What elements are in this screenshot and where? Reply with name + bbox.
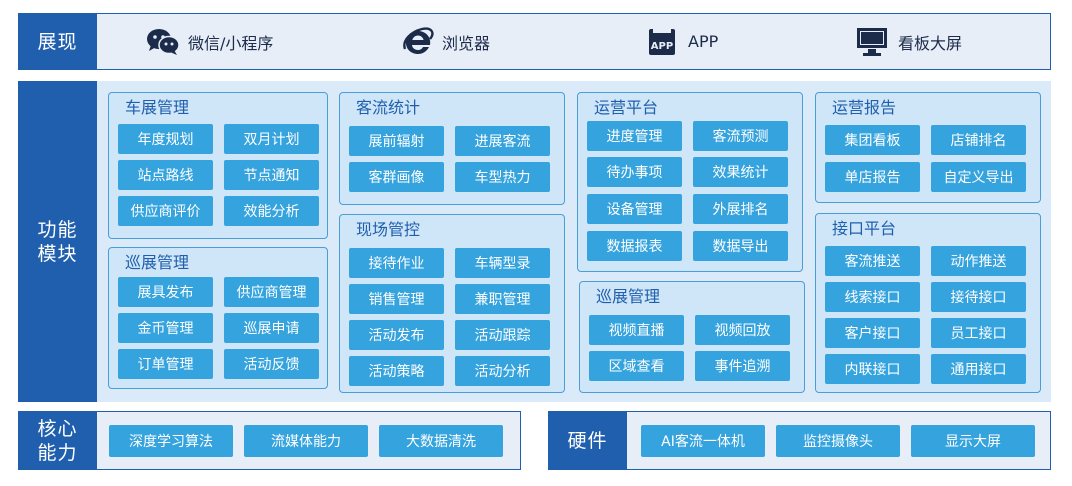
group-title: 接口平台 — [832, 219, 897, 238]
group-traffic-stats: 客流统计 展前辐射 进展客流 客群画像 车型热力 — [339, 92, 565, 205]
module-cell[interactable]: 巡展申请 — [224, 313, 319, 343]
module-cell[interactable]: 设备管理 — [587, 194, 682, 224]
presentation-item-app: APP APP — [646, 13, 718, 70]
module-cell[interactable]: 供应商评价 — [118, 196, 213, 226]
module-cell[interactable]: 内联接口 — [825, 354, 920, 384]
module-cell[interactable]: 双月计划 — [224, 124, 319, 154]
hardware-label: 硬件 — [548, 411, 627, 470]
group-onsite-control: 现场管控 接待作业 车辆型录 销售管理 兼职管理 活动发布 活动跟踪 活动策略 … — [339, 214, 565, 393]
module-cell[interactable]: 接待作业 — [349, 248, 444, 278]
presentation-item-label: 看板大屏 — [898, 33, 963, 53]
module-cell[interactable]: 活动反馈 — [224, 349, 319, 379]
module-cell[interactable]: 客流预测 — [693, 121, 788, 151]
module-cell[interactable]: 客群画像 — [349, 162, 444, 192]
module-cell[interactable]: 视频回放 — [695, 315, 790, 345]
module-cell[interactable]: 活动发布 — [349, 320, 444, 350]
module-cell[interactable]: 活动策略 — [349, 356, 444, 386]
module-cell[interactable]: 活动分析 — [455, 356, 550, 386]
module-cell[interactable]: 车型热力 — [455, 162, 550, 192]
module-cell[interactable]: 兼职管理 — [455, 284, 550, 314]
presentation-item-dashboard: 看板大屏 — [854, 13, 962, 70]
hardware-cell[interactable]: AI客流一体机 — [641, 425, 765, 457]
module-cell[interactable]: 进展客流 — [455, 126, 550, 156]
group-title: 运营平台 — [594, 98, 659, 117]
module-cell[interactable]: 待办事项 — [587, 157, 682, 187]
module-cell[interactable]: 数据报表 — [587, 231, 682, 261]
group-title: 车展管理 — [125, 98, 190, 117]
core-label-line2: 能力 — [37, 441, 78, 464]
module-cell[interactable]: 区域查看 — [589, 351, 684, 381]
module-cell[interactable]: 展具发布 — [118, 277, 213, 307]
function-label-line2: 模块 — [37, 242, 78, 265]
module-cell[interactable]: 车辆型录 — [455, 248, 550, 278]
group-tour-management: 巡展管理 展具发布 供应商管理 金币管理 巡展申请 订单管理 活动反馈 — [108, 247, 328, 389]
group-interface-platform: 接口平台 客流推送 动作推送 线索接口 接待接口 客户接口 员工接口 内联接口 … — [815, 213, 1041, 393]
browser-icon — [402, 26, 434, 57]
group-operations-report: 运营报告 集团看板 店铺排名 单店报告 自定义导出 — [815, 92, 1041, 203]
presentation-item-label: APP — [688, 32, 719, 51]
module-cell[interactable]: 视频直播 — [589, 315, 684, 345]
presentation-item-label: 微信/小程序 — [188, 33, 274, 53]
core-label-line1: 核心 — [37, 417, 78, 440]
group-title: 巡展管理 — [596, 287, 661, 306]
core-capability-cell[interactable]: 深度学习算法 — [109, 425, 233, 457]
presentation-item-browser: 浏览器 — [402, 13, 490, 70]
module-cell[interactable]: 站点路线 — [118, 160, 213, 190]
core-capability-cell[interactable]: 流媒体能力 — [244, 425, 368, 457]
module-cell[interactable]: 供应商管理 — [224, 277, 319, 307]
group-exhibition-management: 车展管理 年度规划 双月计划 站点路线 节点通知 供应商评价 效能分析 — [108, 92, 328, 239]
module-cell[interactable]: 集团看板 — [825, 125, 920, 155]
presentation-label: 展现 — [18, 13, 97, 70]
module-cell[interactable]: 效果统计 — [693, 157, 788, 187]
function-label: 功能 模块 — [18, 81, 97, 402]
module-cell[interactable]: 展前辐射 — [349, 126, 444, 156]
wechat-icon — [146, 28, 180, 56]
module-cell[interactable]: 动作推送 — [931, 246, 1026, 276]
module-cell[interactable]: 年度规划 — [118, 124, 213, 154]
module-cell[interactable]: 数据导出 — [693, 231, 788, 261]
app-icon: APP — [646, 27, 680, 57]
module-cell[interactable]: 接待接口 — [931, 282, 1026, 312]
module-cell[interactable]: 销售管理 — [349, 284, 444, 314]
module-cell[interactable]: 进度管理 — [587, 121, 682, 151]
module-cell[interactable]: 客流推送 — [825, 246, 920, 276]
module-cell[interactable]: 通用接口 — [931, 354, 1026, 384]
group-title: 巡展管理 — [125, 253, 190, 272]
module-cell[interactable]: 客户接口 — [825, 318, 920, 348]
core-capability-label: 核心 能力 — [18, 411, 97, 470]
module-cell[interactable]: 金币管理 — [118, 313, 213, 343]
core-capability-cell[interactable]: 大数据清洗 — [379, 425, 503, 457]
hardware-cell[interactable]: 显示大屏 — [911, 425, 1035, 457]
module-cell[interactable]: 员工接口 — [931, 318, 1026, 348]
hardware-cell[interactable]: 监控摄像头 — [776, 425, 900, 457]
module-cell[interactable]: 事件追溯 — [695, 351, 790, 381]
group-title: 现场管控 — [356, 220, 421, 239]
module-cell[interactable]: 活动跟踪 — [455, 320, 550, 350]
module-cell[interactable]: 订单管理 — [118, 349, 213, 379]
module-cell[interactable]: 线索接口 — [825, 282, 920, 312]
group-operations-platform: 运营平台 进度管理 客流预测 待办事项 效果统计 设备管理 外展排名 数据报表 … — [577, 92, 803, 272]
module-cell[interactable]: 店铺排名 — [931, 125, 1026, 155]
module-cell[interactable]: 单店报告 — [825, 162, 920, 192]
module-cell[interactable]: 自定义导出 — [931, 162, 1026, 192]
group-title: 运营报告 — [832, 98, 897, 117]
function-label-line1: 功能 — [37, 218, 78, 241]
group-title: 客流统计 — [356, 98, 421, 117]
app-icon-badge: APP — [651, 41, 673, 52]
module-cell[interactable]: 节点通知 — [224, 160, 319, 190]
presentation-item-label: 浏览器 — [442, 33, 491, 53]
monitor-icon — [854, 26, 890, 58]
module-cell[interactable]: 外展排名 — [693, 194, 788, 224]
group-tour-video: 巡展管理 视频直播 视频回放 区域查看 事件追溯 — [579, 281, 805, 393]
presentation-item-wechat: 微信/小程序 — [146, 13, 273, 70]
module-cell[interactable]: 效能分析 — [224, 196, 319, 226]
